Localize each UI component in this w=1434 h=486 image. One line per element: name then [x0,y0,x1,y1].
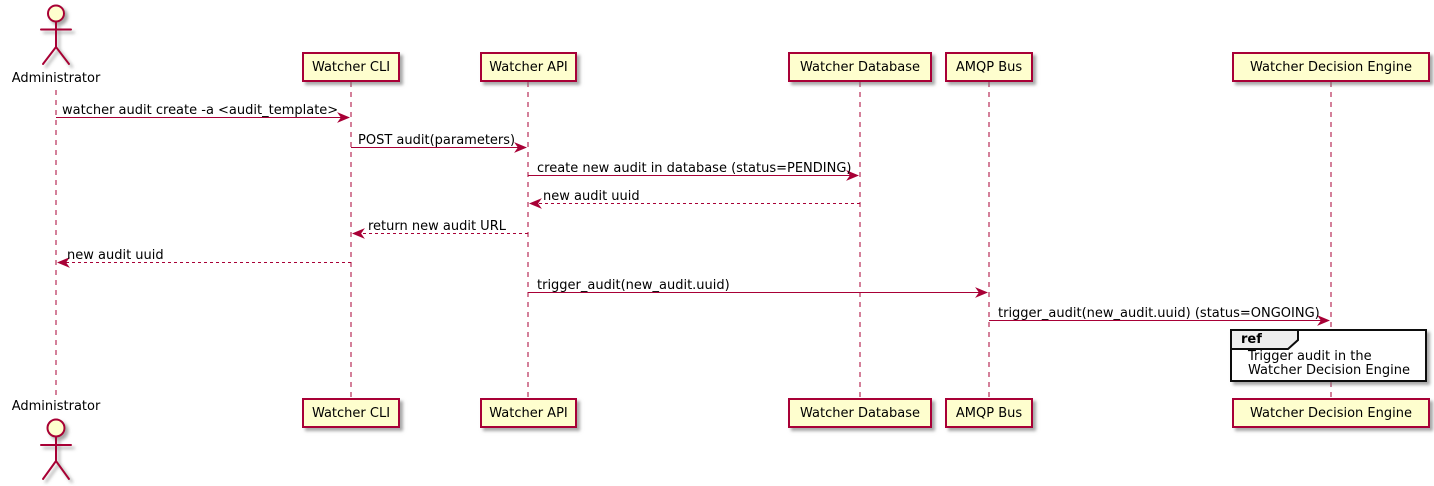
message-label-4: new audit uuid [543,189,640,204]
participant-watcher-database-bottom: Watcher Database [788,398,932,428]
participant-amqp-bus-bottom: AMQP Bus [945,398,1033,428]
participant-watcher-api-bottom: Watcher API [480,398,577,428]
actor-label-bottom: Administrator [11,399,101,414]
ref-keyword: ref [1241,332,1262,347]
actor-icon [40,418,72,480]
actor-icon [40,4,72,65]
message-label-2: POST audit(parameters) [358,133,516,148]
participant-label: Watcher CLI [311,59,391,75]
message-label-3: create new audit in database (status=PEN… [537,161,852,176]
participant-label: Watcher Database [800,405,920,421]
participant-label: Watcher API [489,405,568,421]
message-label-5: return new audit URL [368,219,506,234]
message-label-8: trigger_audit(new_audit.uuid) (status=ON… [998,306,1320,321]
participant-watcher-api-top: Watcher API [480,52,577,82]
ref-content-line: Watcher Decision Engine [1248,363,1410,378]
participant-label: Watcher Decision Engine [1250,59,1412,75]
message-label-1: watcher audit create -a <audit_template> [62,103,339,118]
participant-watcher-decision-engine-bottom: Watcher Decision Engine [1232,398,1430,428]
participant-label: Watcher CLI [311,405,391,421]
message-label-7: trigger_audit(new_audit.uuid) [537,278,730,293]
participant-label: AMQP Bus [955,59,1023,75]
ref-tab-shape [1230,329,1299,350]
participant-watcher-cli-top: Watcher CLI [302,52,400,82]
participant-watcher-cli-bottom: Watcher CLI [302,398,400,428]
ref-fragment: ref Trigger audit in the Watcher Decisio… [1230,329,1427,382]
message-label-6: new audit uuid [67,248,164,263]
participant-amqp-bus-top: AMQP Bus [945,52,1033,82]
participant-label: Watcher API [489,59,568,75]
participant-label: Watcher Decision Engine [1250,405,1412,421]
participant-label: Watcher Database [800,59,920,75]
ref-content: Trigger audit in the Watcher Decision En… [1248,350,1410,378]
actor-label-top: Administrator [11,71,101,86]
ref-content-line: Trigger audit in the [1248,349,1372,364]
participant-watcher-database-top: Watcher Database [788,52,932,82]
participant-watcher-decision-engine-top: Watcher Decision Engine [1232,52,1430,82]
participant-label: AMQP Bus [955,405,1023,421]
